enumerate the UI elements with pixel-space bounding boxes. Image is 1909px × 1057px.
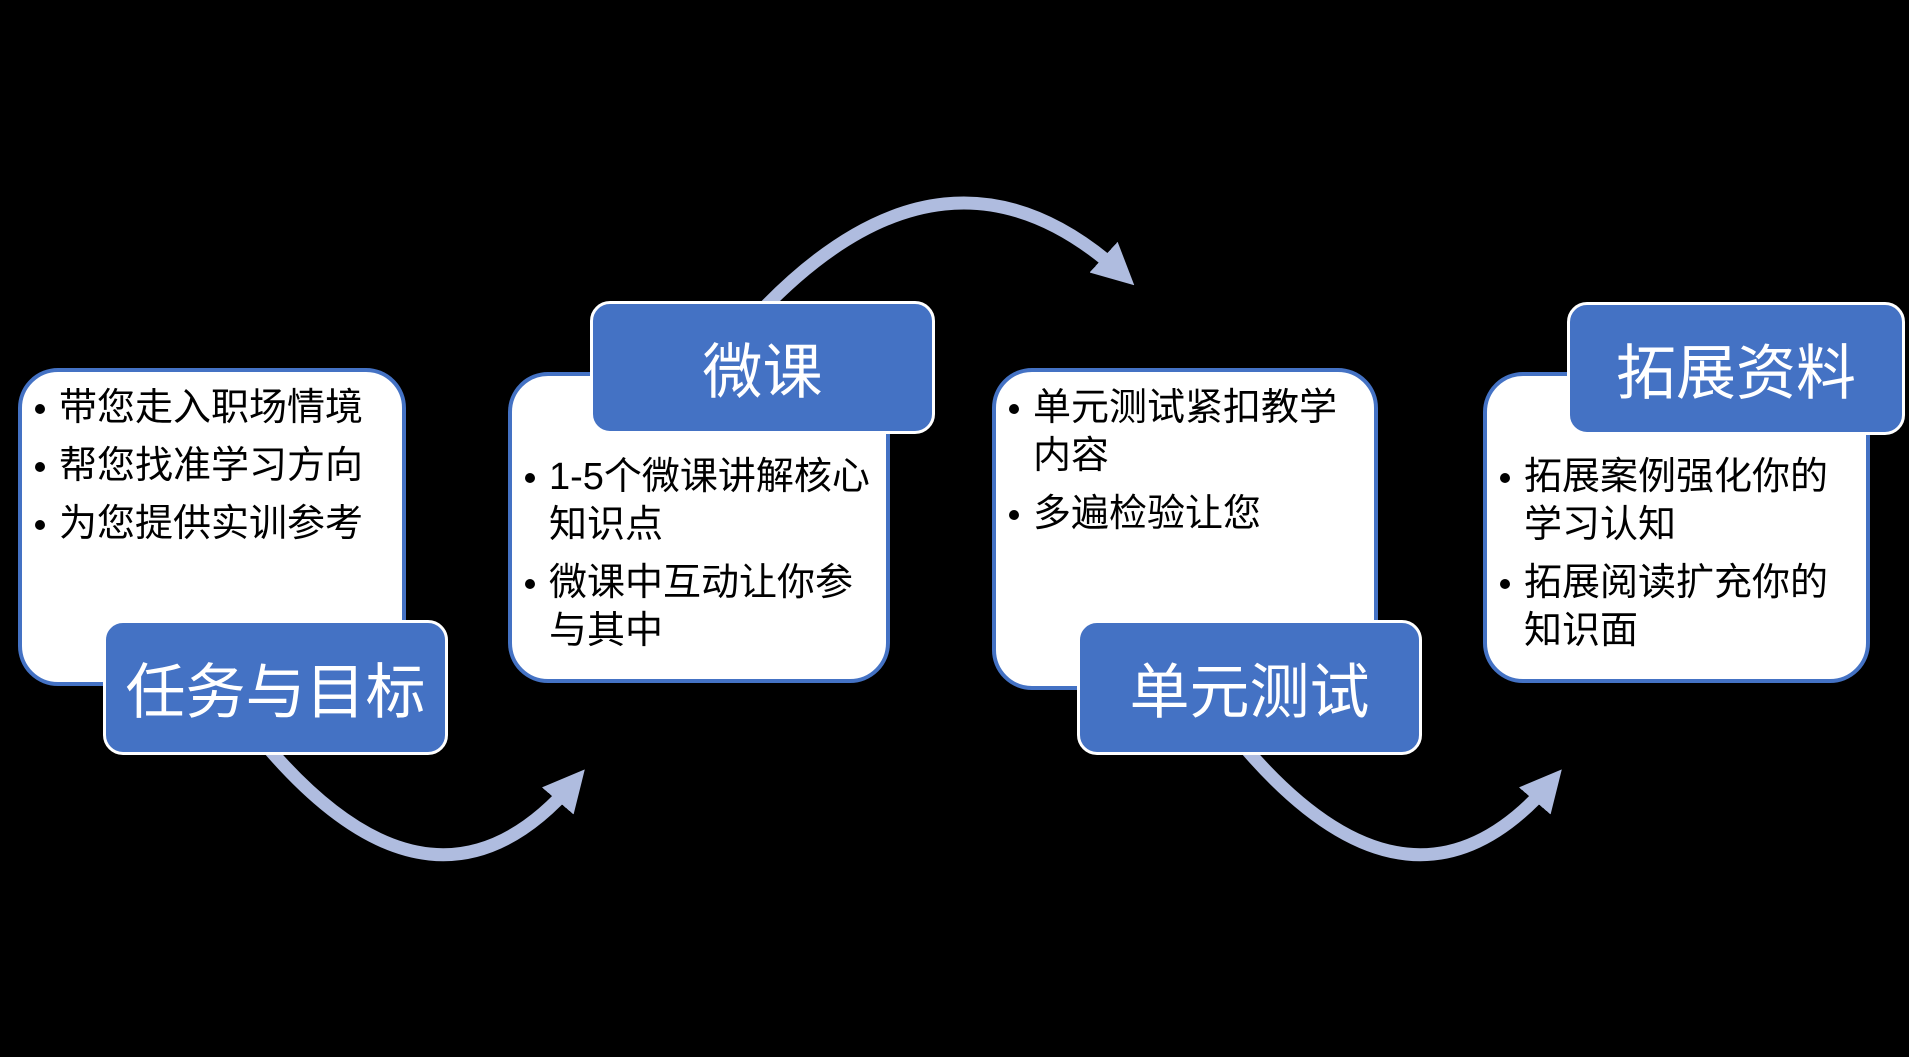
panel-body: 带您走入职场情境 帮您找准学习方向 为您提供实训参考 bbox=[18, 368, 406, 686]
bullet-list: 单元测试紧扣教学内容 多遍检验让您 bbox=[996, 372, 1374, 538]
panel-title: 微课 bbox=[590, 301, 935, 434]
bullet-item: 带您走入职场情境 bbox=[22, 384, 388, 432]
bullet-list: 1-5个微课讲解核心知识点 微课中互动让你参与其中 bbox=[512, 376, 886, 655]
bullet-item: 拓展案例强化你的学习认知 bbox=[1487, 453, 1852, 549]
curved-arrow-bottom-right-icon bbox=[1242, 745, 1562, 862]
bullet-item: 单元测试紧扣教学内容 bbox=[996, 384, 1360, 480]
panel-title: 拓展资料 bbox=[1567, 302, 1905, 435]
curved-arrow-bottom-left-icon bbox=[265, 745, 585, 862]
panel-title: 单元测试 bbox=[1077, 620, 1422, 755]
bullet-list: 带您走入职场情境 帮您找准学习方向 为您提供实训参考 bbox=[22, 372, 402, 548]
bullet-list: 拓展案例强化你的学习认知 拓展阅读扩充你的知识面 bbox=[1487, 376, 1866, 655]
bullet-item: 多遍检验让您 bbox=[996, 490, 1360, 538]
curved-arrow-top-icon bbox=[755, 196, 1135, 317]
bullet-item: 帮您找准学习方向 bbox=[22, 442, 388, 490]
bullet-item: 为您提供实训参考 bbox=[22, 500, 388, 548]
bullet-item: 微课中互动让你参与其中 bbox=[512, 559, 872, 655]
bullet-item: 拓展阅读扩充你的知识面 bbox=[1487, 559, 1852, 655]
bullet-item: 1-5个微课讲解核心知识点 bbox=[512, 453, 872, 549]
panel-title: 任务与目标 bbox=[103, 620, 448, 755]
